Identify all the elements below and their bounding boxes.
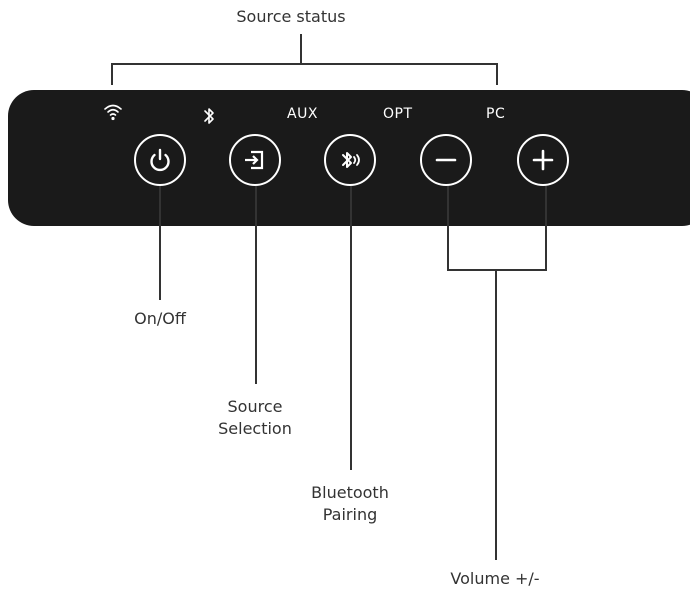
on-off-label: On/Off bbox=[134, 309, 186, 328]
volume-down-button[interactable] bbox=[420, 134, 472, 186]
on-off-leader bbox=[159, 186, 161, 300]
plus-icon bbox=[532, 149, 554, 171]
source-selection-label-line1: Source bbox=[227, 397, 283, 416]
volume-bracket-left bbox=[447, 186, 449, 270]
volume-bracket-bottom bbox=[447, 269, 547, 271]
source-selection-label-line2: Selection bbox=[218, 419, 292, 438]
wifi-icon bbox=[104, 102, 122, 126]
source-input-icon bbox=[245, 150, 264, 170]
bluetooth-pairing-label-line1: Bluetooth bbox=[311, 483, 389, 502]
bluetooth-pairing-icon bbox=[342, 152, 360, 168]
bluetooth-icon bbox=[202, 106, 216, 130]
bluetooth-pairing-label: Bluetooth Pairing bbox=[300, 482, 400, 526]
source-selection-label: Source Selection bbox=[205, 396, 305, 440]
indicator-opt: OPT bbox=[383, 106, 413, 122]
indicator-aux: AUX bbox=[287, 106, 318, 122]
power-icon bbox=[150, 148, 170, 172]
bluetooth-pairing-leader bbox=[350, 186, 352, 470]
source-status-bracket-right bbox=[496, 63, 498, 85]
source-selection-button[interactable] bbox=[229, 134, 281, 186]
source-selection-leader bbox=[255, 186, 257, 384]
power-button[interactable] bbox=[134, 134, 186, 186]
bluetooth-pairing-label-line2: Pairing bbox=[322, 505, 378, 524]
source-status-stem bbox=[300, 34, 302, 64]
source-status-bracket-top bbox=[112, 63, 497, 65]
source-status-bracket-left bbox=[111, 63, 113, 85]
indicator-pc: PC bbox=[486, 106, 506, 122]
volume-bracket-right bbox=[545, 186, 547, 270]
volume-up-button[interactable] bbox=[517, 134, 569, 186]
volume-label: Volume +/- bbox=[450, 569, 540, 588]
minus-icon bbox=[435, 158, 457, 162]
source-status-label: Source status bbox=[236, 7, 346, 26]
volume-leader bbox=[495, 269, 497, 560]
bluetooth-pairing-button[interactable] bbox=[324, 134, 376, 186]
